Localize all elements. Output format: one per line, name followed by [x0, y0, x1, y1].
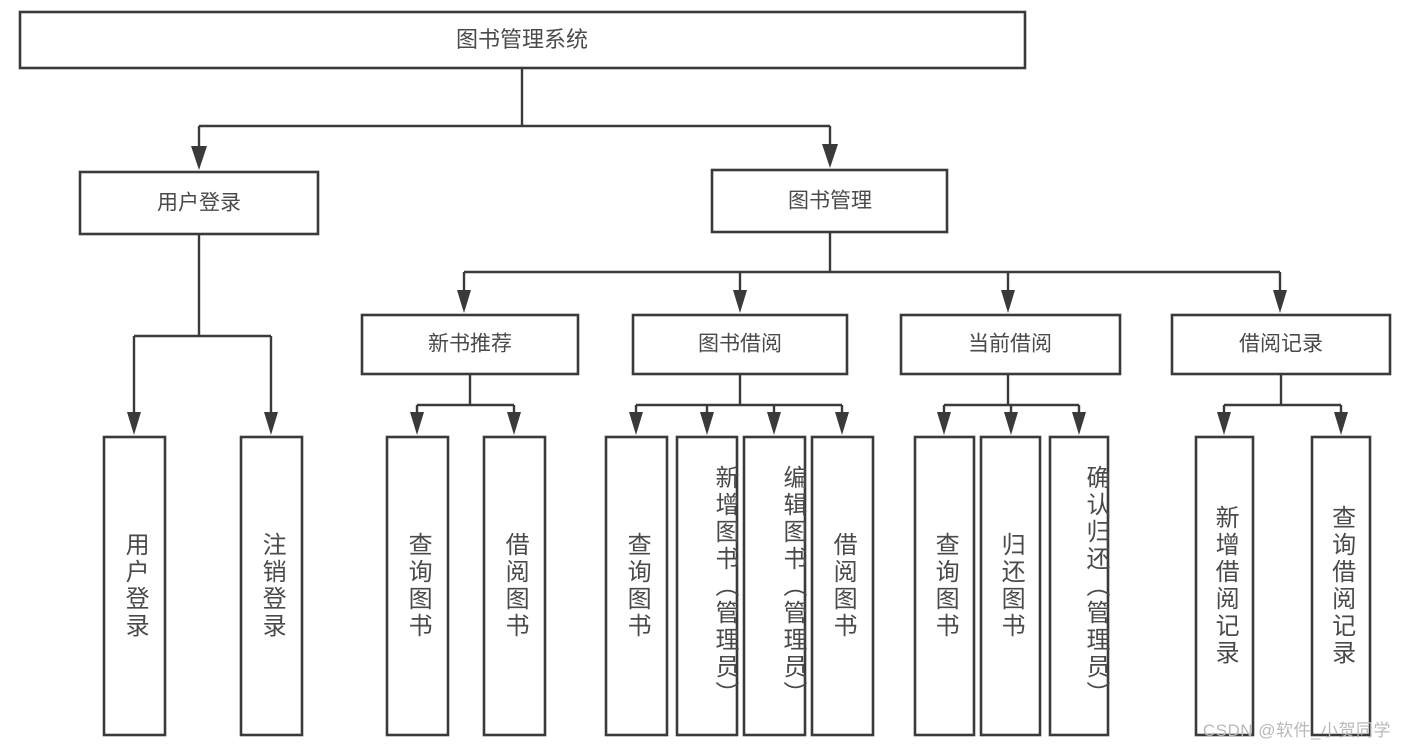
node-book-borrow[interactable]: 图书借阅 [631, 313, 849, 376]
arrow-head-user-login [191, 146, 207, 170]
root-node-label: 图书管理系统 [456, 27, 588, 52]
edge-group-root-to-level2 [191, 68, 838, 170]
leaf-box-add-book[interactable] [675, 435, 739, 737]
node-user-login[interactable]: 用户登录 [78, 170, 320, 236]
arrow-head-newbook [457, 290, 471, 313]
arrow-head-borrow [733, 290, 747, 313]
edge-group-record-to-leaves [1217, 374, 1348, 435]
root-node-box[interactable] [18, 10, 1027, 70]
borrow-record-node-box[interactable] [1170, 313, 1392, 376]
csdn-watermark: CSDN @软件_小贺同学 [1202, 721, 1391, 740]
edge-group-newbook-to-leaves [410, 374, 521, 435]
arrow-head-record [1273, 290, 1287, 313]
leaf-box-query-record[interactable] [1310, 435, 1372, 737]
arrow-head-leaf-add-record [1217, 412, 1231, 435]
leaf-box-borrow-book-2[interactable] [810, 435, 875, 737]
arrow-head-leaf-borrow-book-1 [507, 412, 521, 435]
leaf-box-query-book-2[interactable] [604, 435, 669, 737]
user-login-node-box[interactable] [78, 170, 320, 236]
arrow-head-current [1001, 290, 1015, 313]
arrow-head-leaf-user-login [127, 412, 141, 435]
new-book-recommend-node-box[interactable] [360, 313, 580, 376]
borrow-record-node-label: 借阅记录 [1239, 333, 1323, 356]
arrow-head-book-mgmt [822, 144, 838, 168]
arrow-head-leaf-edit-book [767, 412, 781, 435]
node-root-system[interactable]: 图书管理系统 [18, 10, 1027, 70]
arrow-head-leaf-query-record [1334, 412, 1348, 435]
leaf-box-confirm-return[interactable] [1048, 435, 1110, 737]
edge-group-currentborrow-to-leaves [937, 374, 1086, 435]
leaf-box-user-login[interactable] [102, 435, 167, 737]
arrow-head-leaf-add-book [700, 412, 714, 435]
arrow-head-leaf-query-book-2 [629, 412, 643, 435]
arrow-head-leaf-logout [264, 412, 278, 435]
arrow-head-leaf-confirm-return [1072, 412, 1086, 435]
edge-group-bookborrow-to-leaves [629, 374, 849, 435]
leaf-box-query-book-3[interactable] [913, 435, 976, 737]
current-borrow-node-label: 当前借阅 [968, 333, 1052, 356]
node-borrow-record[interactable]: 借阅记录 [1170, 313, 1392, 376]
arrow-head-leaf-return-book [1004, 412, 1018, 435]
book-management-node-label: 图书管理 [788, 190, 872, 213]
leaf-box-add-record[interactable] [1194, 435, 1255, 737]
edge-group-userlogin-to-leaves [127, 234, 278, 435]
leaf-box-return-book[interactable] [979, 435, 1042, 737]
leaf-box-query-book-1[interactable] [385, 435, 450, 737]
new-book-recommend-node-label: 新书推荐 [428, 333, 512, 356]
arrow-head-leaf-borrow-book-2 [835, 412, 849, 435]
book-borrow-node-box[interactable] [631, 313, 849, 376]
edge-group-bookmgmt-to-level3 [457, 232, 1287, 313]
leaf-box-logout[interactable] [239, 435, 304, 737]
leaf-box-edit-book[interactable] [742, 435, 807, 737]
node-new-book-recommend[interactable]: 新书推荐 [360, 313, 580, 376]
arrow-head-leaf-query-book-1 [410, 412, 424, 435]
book-management-node-box[interactable] [710, 168, 949, 234]
node-current-borrow[interactable]: 当前借阅 [899, 313, 1122, 376]
arrow-head-leaf-query-book-3 [937, 412, 951, 435]
node-book-management[interactable]: 图书管理 [710, 168, 949, 234]
leaf-box-borrow-book-1[interactable] [482, 435, 547, 737]
book-borrow-node-label: 图书借阅 [698, 333, 782, 356]
current-borrow-node-box[interactable] [899, 313, 1122, 376]
user-login-node-label: 用户登录 [157, 192, 241, 215]
